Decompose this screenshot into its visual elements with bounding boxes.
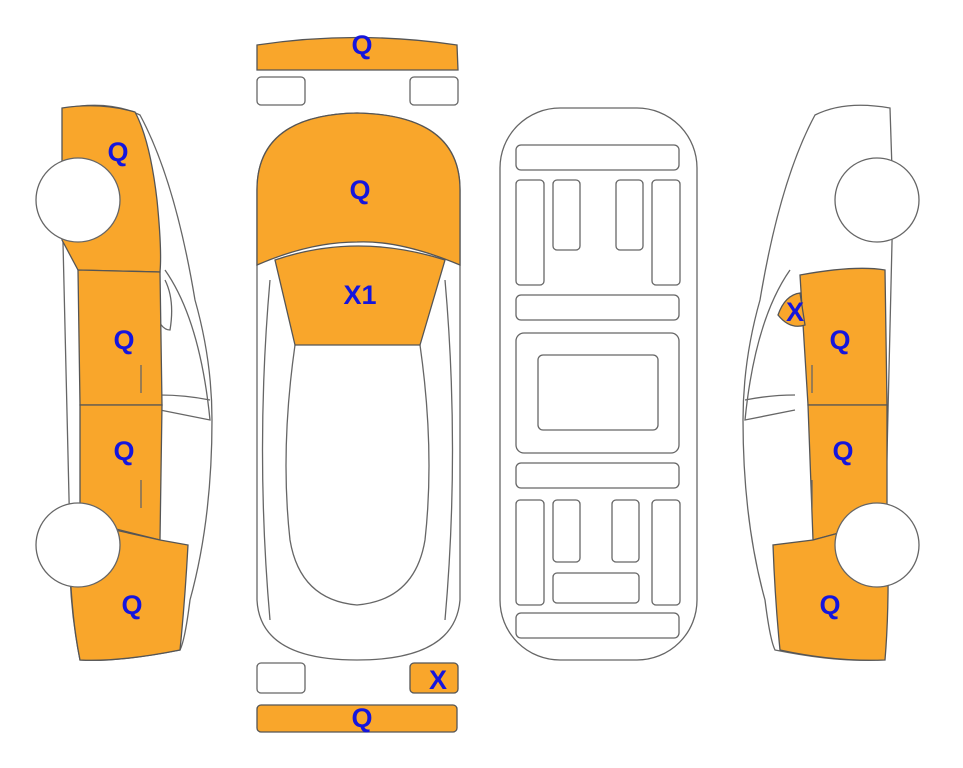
- right-side-view: X Q Q Q: [742, 104, 920, 661]
- underbody-panel: [515, 144, 680, 171]
- right-window-line: [744, 269, 796, 421]
- underbody-view: [499, 107, 698, 661]
- front-right-light[interactable]: [409, 76, 459, 106]
- right-mirror-label: X: [786, 297, 804, 327]
- underbody-panel: [552, 572, 640, 604]
- front-left-light[interactable]: [256, 76, 306, 106]
- underbody-panel: [651, 499, 681, 606]
- underbody-panel: [515, 294, 680, 321]
- rear-bumper-label: Q: [351, 703, 372, 733]
- right-front-door[interactable]: [799, 267, 888, 406]
- rear-right-light-label: X: [429, 665, 447, 695]
- windshield-label: X1: [343, 280, 376, 310]
- underbody-panel: [537, 354, 659, 431]
- rear-left-light[interactable]: [256, 662, 306, 694]
- hood[interactable]: [256, 112, 461, 266]
- underbody-panel: [615, 179, 644, 251]
- right-front-door-label: Q: [829, 325, 850, 355]
- underbody-panel: [515, 612, 680, 639]
- rear-right-light[interactable]: [409, 662, 459, 694]
- underbody-panel: [515, 499, 545, 606]
- underbody-panel: [552, 499, 581, 563]
- left-rear-wheel: [35, 502, 121, 588]
- top-view: Q Q X1 X Q: [256, 30, 461, 733]
- right-front-wheel: [834, 157, 920, 243]
- top-cabin-lines: [261, 279, 454, 621]
- windshield[interactable]: [274, 245, 446, 346]
- left-rear-door-label: Q: [113, 436, 134, 466]
- underbody-panel: [611, 499, 640, 563]
- underbody-panel: [515, 462, 680, 489]
- left-rear-fender-label: Q: [121, 590, 142, 620]
- rear-bumper[interactable]: [256, 704, 458, 733]
- hood-label: Q: [349, 175, 370, 205]
- right-rear-wheel: [834, 502, 920, 588]
- right-rear-door-label: Q: [832, 436, 853, 466]
- underbody-panel: [515, 179, 545, 286]
- front-bumper-label: Q: [351, 30, 372, 60]
- left-front-door-label: Q: [113, 325, 134, 355]
- underbody-panel: [651, 179, 681, 286]
- front-bumper[interactable]: [256, 36, 459, 71]
- left-front-wheel: [35, 157, 121, 243]
- left-front-fender-label: Q: [107, 137, 128, 167]
- underbody-panel: [552, 179, 581, 251]
- right-rear-fender-label: Q: [819, 590, 840, 620]
- right-mirror[interactable]: [777, 292, 806, 327]
- left-side-view: Q Q Q Q: [35, 104, 213, 661]
